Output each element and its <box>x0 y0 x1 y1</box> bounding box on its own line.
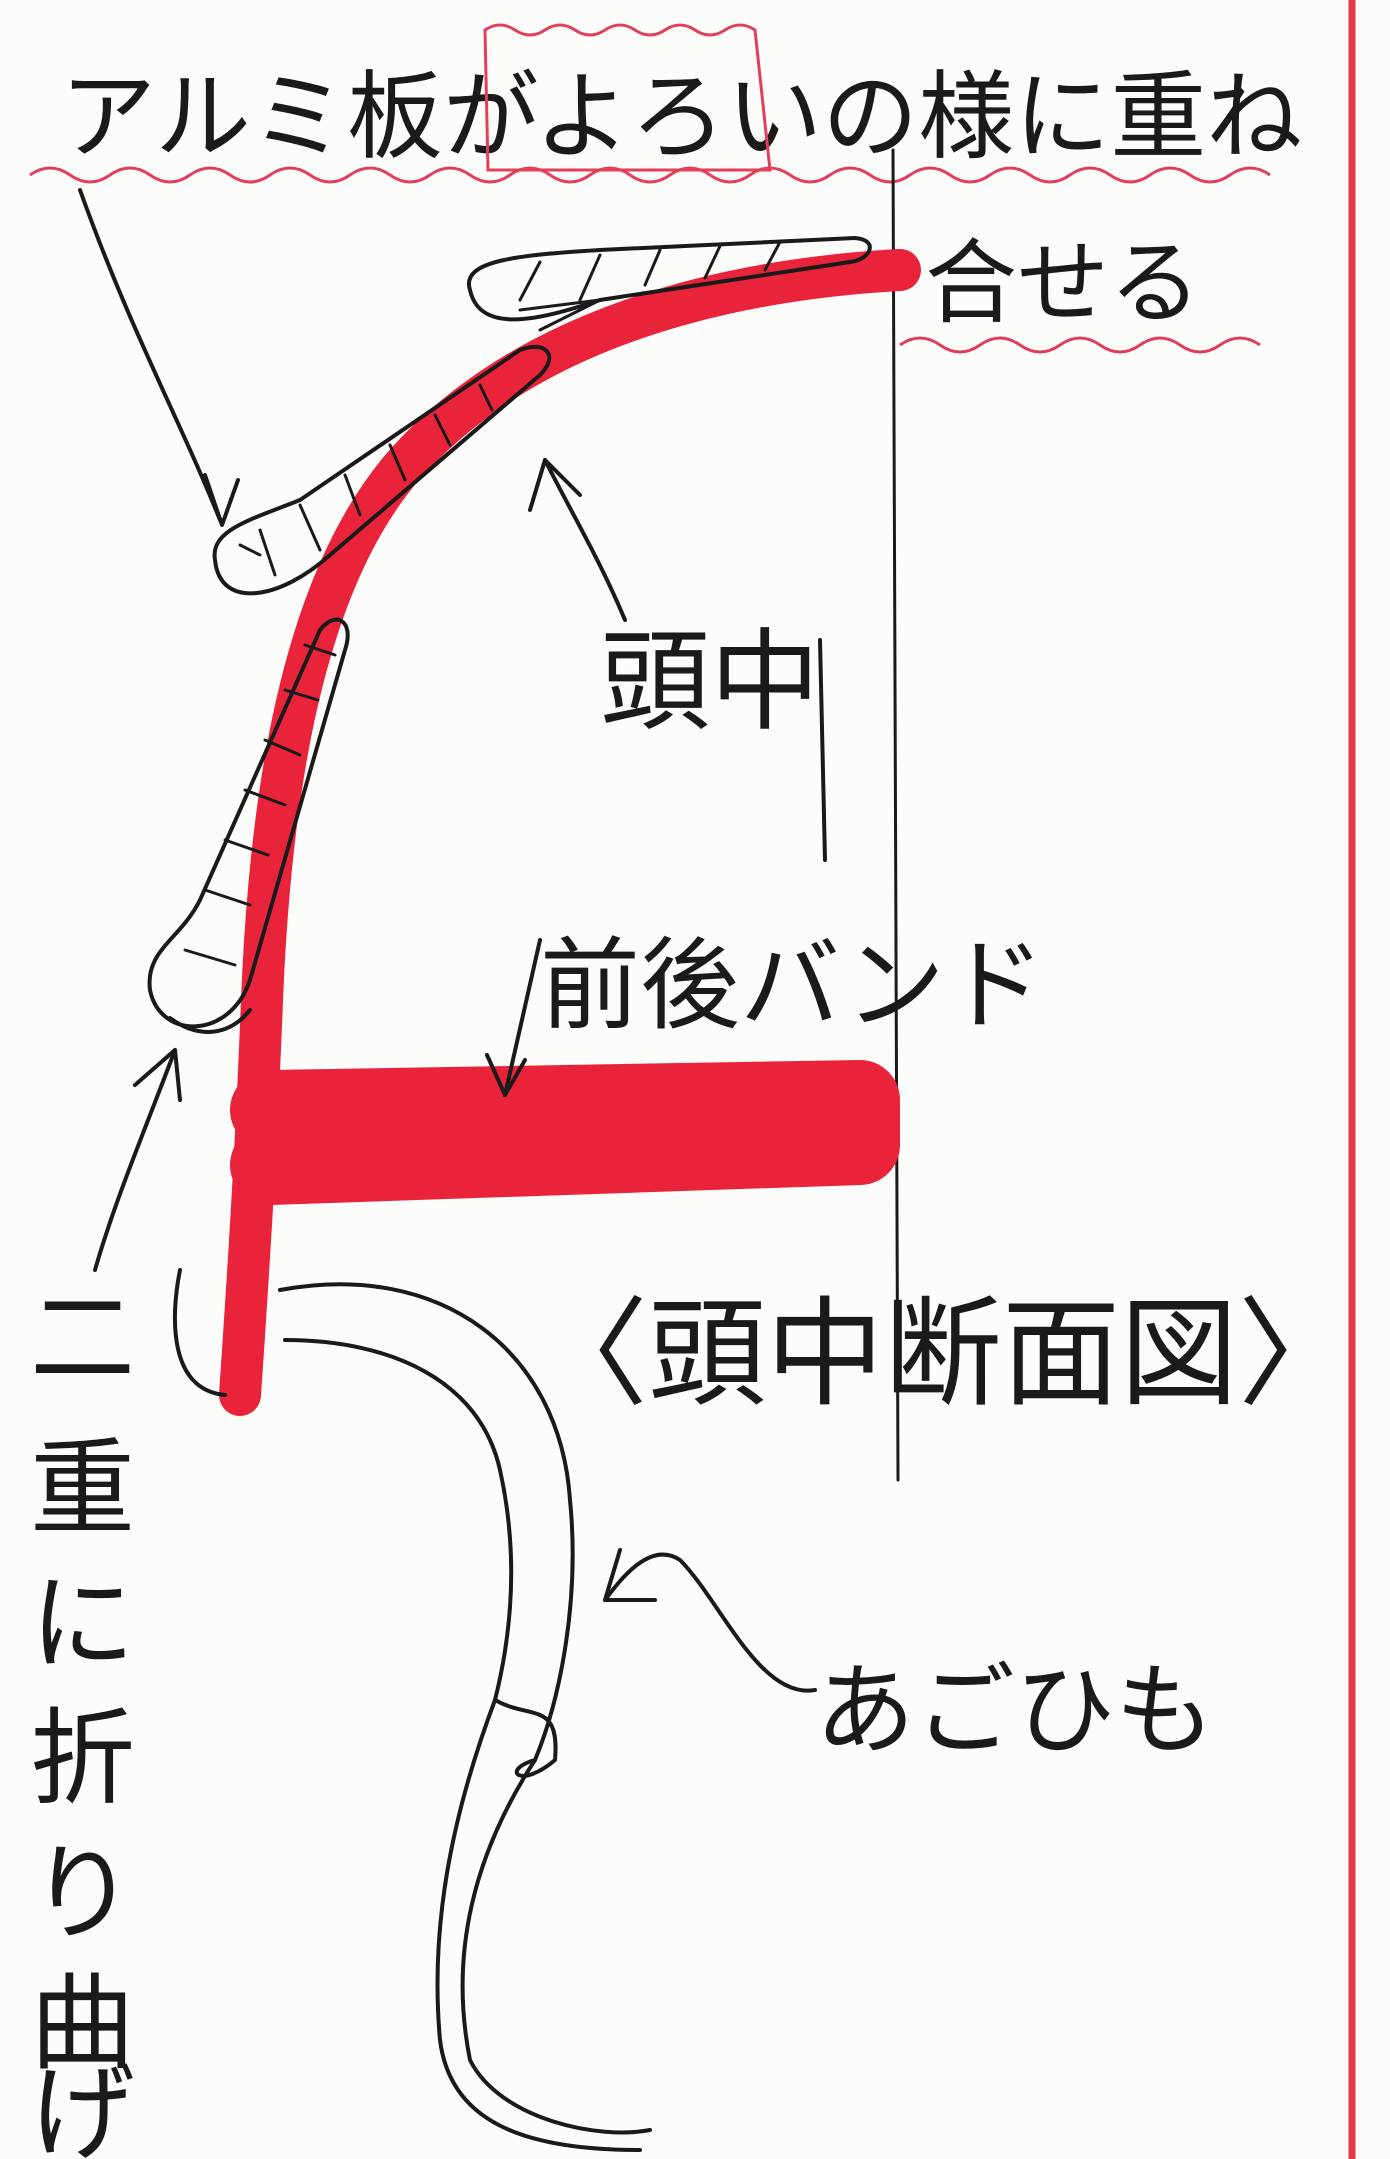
highlight-box <box>483 23 772 172</box>
double-fold-char-2: 重 <box>30 1428 135 1550</box>
front-back-band <box>230 1060 900 1205</box>
double-fold-char-5: り <box>30 1833 135 1955</box>
caption: 〈頭中断面図〉 <box>530 1285 1356 1423</box>
chin-strap <box>172 1268 652 2152</box>
head-band <box>219 249 921 1416</box>
double-fold-char-7: げ <box>30 2053 135 2159</box>
title-line-2: 合せる <box>925 230 1201 337</box>
title-line-1: アルミ板がよろいの様に重ね <box>60 61 1302 173</box>
double-fold-char-1: 二 <box>30 1278 135 1400</box>
double-fold-char-3: に <box>30 1563 135 1685</box>
title-underline-1 <box>29 166 1271 184</box>
double-fold-char-6: 曲 <box>30 1963 135 2085</box>
center-line <box>891 148 900 1482</box>
arrow-plates <box>78 188 240 527</box>
label-band: 前後バンド <box>540 927 1045 1044</box>
label-head-center: 頭中 <box>600 618 820 746</box>
arrow-head-center <box>528 458 827 862</box>
arrow-band <box>485 938 542 1097</box>
label-double-fold: 二 重 に 折 り 曲 げ <box>30 1278 168 2159</box>
label-double-fold-group: 二 重 に 折 り 曲 げ <box>30 1278 168 2159</box>
aluminum-plates <box>147 236 872 1034</box>
double-fold-char-4: 折 <box>30 1698 135 1820</box>
title-underline-2 <box>899 336 1261 354</box>
arrow-double-fold <box>93 1048 182 1272</box>
label-chin-strap: あごひも <box>815 1652 1215 1769</box>
arrow-chin-strap <box>603 1548 817 1693</box>
